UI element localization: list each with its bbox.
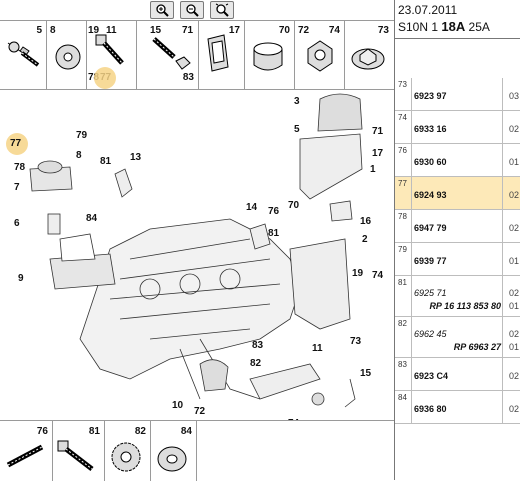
part-cell-84[interactable]: 84 [150, 421, 197, 481]
list-item[interactable]: 84 6936 80 02 [395, 391, 520, 424]
bolt-icon [7, 41, 40, 67]
callout-5[interactable]: 5 [294, 124, 300, 135]
panel-header: 23.07.2011 S10N 1 18A 25A [395, 0, 520, 39]
part-cell-72[interactable]: 72 74 [294, 21, 345, 89]
flange-nut-icon [351, 48, 385, 70]
parts-list-panel: 23.07.2011 S10N 1 18A 25A 73 6923 97 03 … [394, 0, 520, 480]
stud-icon [152, 37, 191, 70]
callout-1[interactable]: 1 [370, 164, 376, 175]
catalog-date: 23.07.2011 [398, 3, 458, 17]
callout-3[interactable]: 3 [294, 96, 300, 107]
screw-icon [95, 34, 124, 65]
callout-14[interactable]: 14 [246, 202, 258, 213]
zoom-out-button[interactable] [180, 1, 204, 19]
callout-17[interactable]: 17 [372, 148, 384, 159]
zoom-in-icon [156, 4, 169, 17]
zoom-out-icon [186, 4, 199, 17]
callout-6[interactable]: 6 [14, 218, 20, 229]
zoom-fit-icon [215, 3, 229, 17]
part-cell-17[interactable]: 17 [198, 21, 245, 89]
callout-8[interactable]: 8 [76, 150, 82, 161]
flat-washer-icon [157, 446, 187, 472]
callout-78[interactable]: 78 [14, 162, 26, 173]
callout-71[interactable]: 71 [372, 126, 384, 137]
part-cell-5[interactable]: 5 [0, 21, 47, 89]
callout-15[interactable]: 15 [360, 368, 372, 379]
flange-bolt-icon [57, 440, 94, 471]
part-cell-15-83[interactable]: 15 83 [146, 21, 199, 89]
long-stud-icon [6, 444, 44, 468]
zoom-in-button[interactable] [150, 1, 174, 19]
part-cell-70[interactable]: 70 [244, 21, 295, 89]
callout-19[interactable]: 19 [352, 268, 364, 279]
list-item-selected[interactable]: 77 6924 93 02 [395, 177, 520, 210]
nut-icon [307, 40, 333, 72]
part-cell-76[interactable]: 76 [0, 421, 53, 481]
callout-73[interactable]: 73 [350, 336, 362, 347]
selected-callout-highlight [6, 133, 28, 155]
washer-icon [55, 44, 81, 70]
part-cell-11-77[interactable]: 11 77 [100, 25, 117, 83]
list-item[interactable]: 79 6939 77 01 [395, 243, 520, 276]
list-item[interactable]: 76 6930 60 01 [395, 144, 520, 177]
list-item[interactable]: 83 6923 C4 02 [395, 358, 520, 391]
list-item[interactable]: 78 6947 79 02 [395, 210, 520, 243]
part-cell-82[interactable]: 82 [104, 421, 151, 481]
callout-16[interactable]: 16 [360, 216, 372, 227]
callout-13[interactable]: 13 [130, 152, 142, 163]
vehicle-code: S10N 1 18A 25A [398, 19, 490, 34]
callout-84[interactable]: 84 [86, 213, 98, 224]
callout-2[interactable]: 2 [362, 234, 368, 245]
parts-strip-top: 5 8 19 78 11 77 15 83 71 17 70 [0, 20, 394, 90]
callout-79[interactable]: 79 [76, 130, 88, 141]
toothed-washer-icon [111, 442, 141, 472]
callout-74[interactable]: 74 [372, 270, 384, 281]
callout-7[interactable]: 7 [14, 182, 20, 193]
callout-81b[interactable]: 81 [268, 228, 280, 239]
list-item[interactable]: 81 6925 71 02 RP 16 113 853 80 01 [395, 276, 520, 317]
callout-11[interactable]: 11 [312, 343, 323, 354]
callout-82[interactable]: 82 [250, 358, 262, 369]
engine-mount-exploded-view: 77 79 78 8 7 6 84 9 81 13 3 5 71 17 1 16… [0, 89, 394, 431]
clip-icon [207, 34, 229, 72]
zoom-fit-button[interactable] [210, 1, 234, 19]
callout-10[interactable]: 10 [172, 400, 184, 411]
part-cell-73[interactable]: 73 [344, 21, 393, 89]
part-cell-81[interactable]: 81 [52, 421, 105, 481]
callout-72[interactable]: 72 [194, 406, 206, 417]
callout-77[interactable]: 77 [10, 138, 22, 149]
bush-icon [253, 42, 283, 71]
parts-list: 73 6923 97 03 74 6933 16 02 76 6930 60 0… [395, 78, 520, 424]
part-cell-19-78[interactable]: 19 78 [86, 21, 137, 89]
list-item[interactable]: 74 6933 16 02 [395, 111, 520, 144]
zoom-toolbar [150, 1, 234, 19]
callout-81[interactable]: 81 [100, 156, 112, 167]
exploded-parts-diagram: 5 8 19 78 11 77 15 83 71 17 70 [0, 0, 394, 481]
list-item[interactable]: 82 6962 45 02 RP 6963 27 01 [395, 317, 520, 358]
part-cell-8[interactable]: 8 [46, 21, 87, 89]
list-item[interactable]: 73 6923 97 03 [395, 78, 520, 111]
callout-9[interactable]: 9 [18, 273, 24, 284]
callout-83[interactable]: 83 [252, 340, 264, 351]
callout-76[interactable]: 76 [268, 206, 280, 217]
engine-illustration [29, 93, 363, 408]
selected-part-highlight [94, 67, 116, 89]
callout-70[interactable]: 70 [288, 200, 300, 211]
parts-strip-bottom: 76 81 82 84 [0, 420, 394, 481]
